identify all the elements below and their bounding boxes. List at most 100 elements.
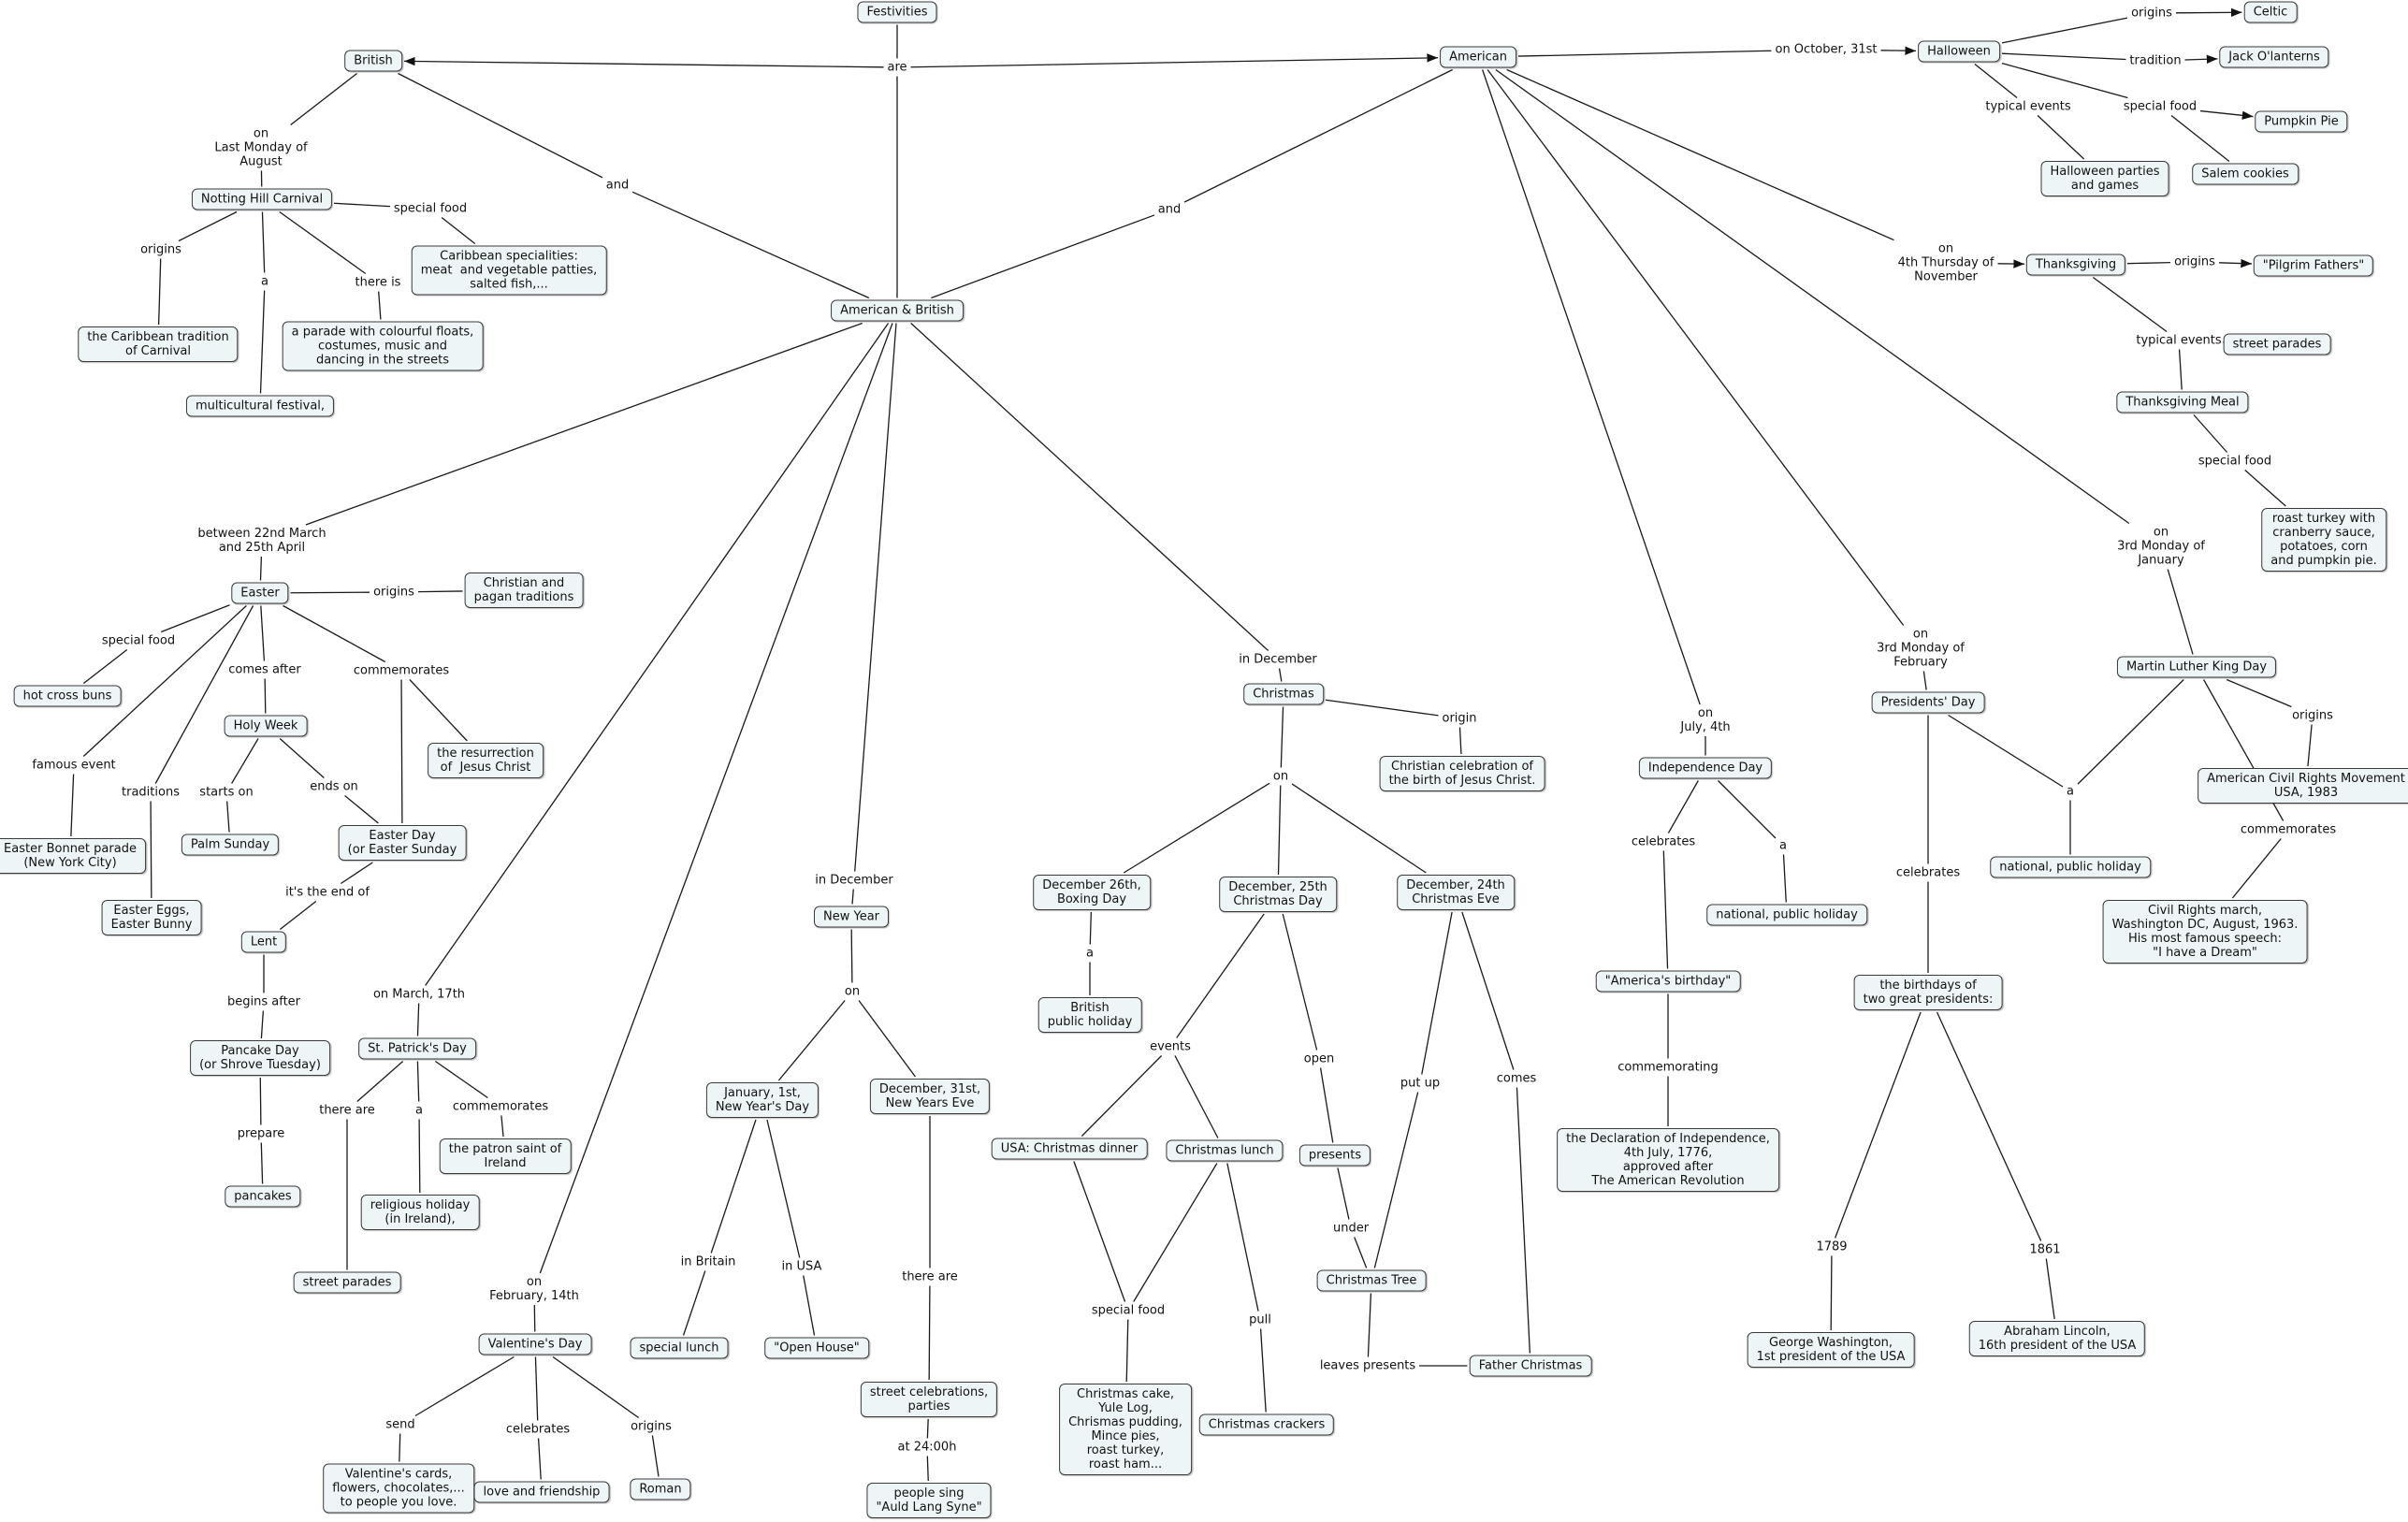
concept-halloween-parties: Halloween parties and games [2040, 161, 2169, 196]
link-line [1948, 714, 2064, 788]
link-label-leaves-presents: leaves presents [1317, 1358, 1418, 1373]
concept-new-year: New Year [813, 906, 890, 928]
concept-presidents-day: Presidents' Day [1871, 691, 1985, 714]
concept-pumpkin-pie: Pumpkin Pie [2255, 110, 2348, 133]
link-line [910, 323, 1269, 651]
link-label-year-1861: 1861 [2027, 1242, 2063, 1257]
link-label-nh-a: a [259, 274, 270, 289]
link-line [1506, 68, 1894, 241]
link-line [2307, 724, 2313, 767]
concept-festivities: Festivities [857, 1, 937, 23]
link-label-in-usa: in USA [779, 1259, 824, 1274]
concept-christian-pagan: Christian and pagan traditions [464, 573, 584, 608]
link-line [441, 216, 476, 245]
link-line [378, 291, 382, 320]
concept-xmas-tree: Christmas Tree [1316, 1269, 1427, 1292]
concept-parade-floats: a parade with colourful floats, costumes… [282, 321, 484, 371]
link-line [2001, 52, 2126, 61]
link-label-hw-ends-on: ends on [308, 779, 360, 794]
concept-love-friendship: love and friendship [473, 1481, 610, 1503]
link-line [1922, 671, 1927, 690]
link-line [260, 605, 266, 661]
link-line [2167, 569, 2194, 655]
link-line [1291, 783, 1427, 874]
link-label-year-1789: 1789 [1814, 1239, 1850, 1254]
link-line [150, 801, 152, 899]
link-line [261, 211, 266, 273]
link-line [851, 889, 854, 905]
link-label-bd-a: a [1084, 946, 1095, 961]
link-label-sp-there-are: there are [317, 1103, 377, 1118]
link-label-pd-a: a [2065, 784, 2076, 799]
concept-civil-rights-mov: American Civil Rights Movement USA, 1983 [2198, 768, 2408, 804]
link-line [2001, 62, 2128, 99]
link-line [1834, 1011, 1922, 1239]
link-line [356, 1061, 404, 1102]
concept-street-parades-tg: street parades [2223, 333, 2331, 355]
link-label-nh-origins: origins [138, 242, 183, 257]
link-line [1482, 69, 1701, 705]
concept-easter: Easter [231, 582, 289, 604]
link-line [2199, 109, 2254, 120]
link-line [1278, 668, 1283, 682]
link-line [1259, 1328, 1267, 1413]
link-label-begins-after: begins after [225, 994, 303, 1009]
link-line [537, 1438, 542, 1480]
link-label-ea-traditions: traditions [120, 785, 181, 800]
link-label-mlk-commemorates: commemorates [2238, 822, 2339, 837]
link-line [1125, 1319, 1129, 1383]
link-line [1662, 850, 1669, 969]
link-line [854, 323, 897, 872]
link-line [1133, 1163, 1218, 1302]
link-line [1487, 69, 1905, 626]
link-line [226, 801, 230, 833]
link-label-nh-there-is: there is [353, 275, 403, 290]
link-line [283, 604, 386, 663]
concept-notting-hill: Notting Hill Carnival [191, 188, 333, 210]
concept-roast-turkey: roast turkey with cranberry sauce, potat… [2261, 508, 2386, 572]
link-line [1495, 68, 2130, 525]
link-label-are: are [885, 60, 909, 75]
concept-valentine-cards: Valentine's cards, flowers, chocolates,.… [323, 1463, 474, 1514]
concept-dec-31: December, 31st, New Years Eve [869, 1079, 991, 1114]
concept-easter-bonnet: Easter Bonnet parade (New York City) [0, 838, 146, 874]
link-line [539, 323, 893, 1274]
link-label-hw-starts-on: starts on [197, 785, 255, 800]
link-label-vd-celebrates: celebrates [503, 1422, 573, 1437]
concept-national-holiday-2: national, public holiday [1706, 904, 1867, 926]
link-label-tg-typical-events: typical events [2134, 333, 2224, 348]
link-line [231, 738, 259, 784]
link-line [2244, 470, 2286, 507]
link-line [2226, 678, 2292, 708]
concept-amer-brit: American & British [831, 299, 964, 322]
concept-xmas-crackers: Christmas crackers [1198, 1413, 1335, 1436]
link-line [631, 191, 870, 299]
link-line [400, 679, 403, 824]
link-line [399, 1433, 401, 1462]
link-label-xm-in-december: in December [1237, 652, 1319, 667]
link-label-id-commemorating: commemorating [1616, 1060, 1720, 1075]
concept-americas-bday: "America's birthday" [1595, 970, 1741, 993]
link-label-at-2400: at 24:00h [895, 1440, 959, 1455]
link-label-pd-celebrates: celebrates [1893, 865, 1963, 880]
link-line [333, 202, 391, 208]
link-label-nh-special-food: special food [391, 201, 470, 216]
concept-multicultural: multicultural festival, [185, 395, 335, 417]
concept-street-parades-sp: street parades [293, 1271, 401, 1294]
link-line [534, 1356, 539, 1421]
link-label-ea-origins: origins [371, 585, 416, 600]
link-line [2218, 258, 2253, 268]
link-line [1073, 1161, 1126, 1302]
link-label-prepare: prepare [235, 1126, 287, 1141]
link-line [710, 1119, 757, 1254]
link-label-between-march-april: between 22nd March and 25th April [196, 527, 328, 555]
link-line [1325, 699, 1439, 717]
link-line [931, 214, 1155, 299]
link-line [279, 738, 325, 778]
concept-religious-holiday: religious holiday (in Ireland), [360, 1195, 480, 1230]
link-label-and-left: and [603, 178, 631, 193]
link-label-its-the-end-of: it's the end of [283, 885, 371, 900]
link-line [1277, 785, 1282, 876]
link-label-hw-special-food: special food [2121, 99, 2199, 114]
link-line [259, 1077, 262, 1125]
